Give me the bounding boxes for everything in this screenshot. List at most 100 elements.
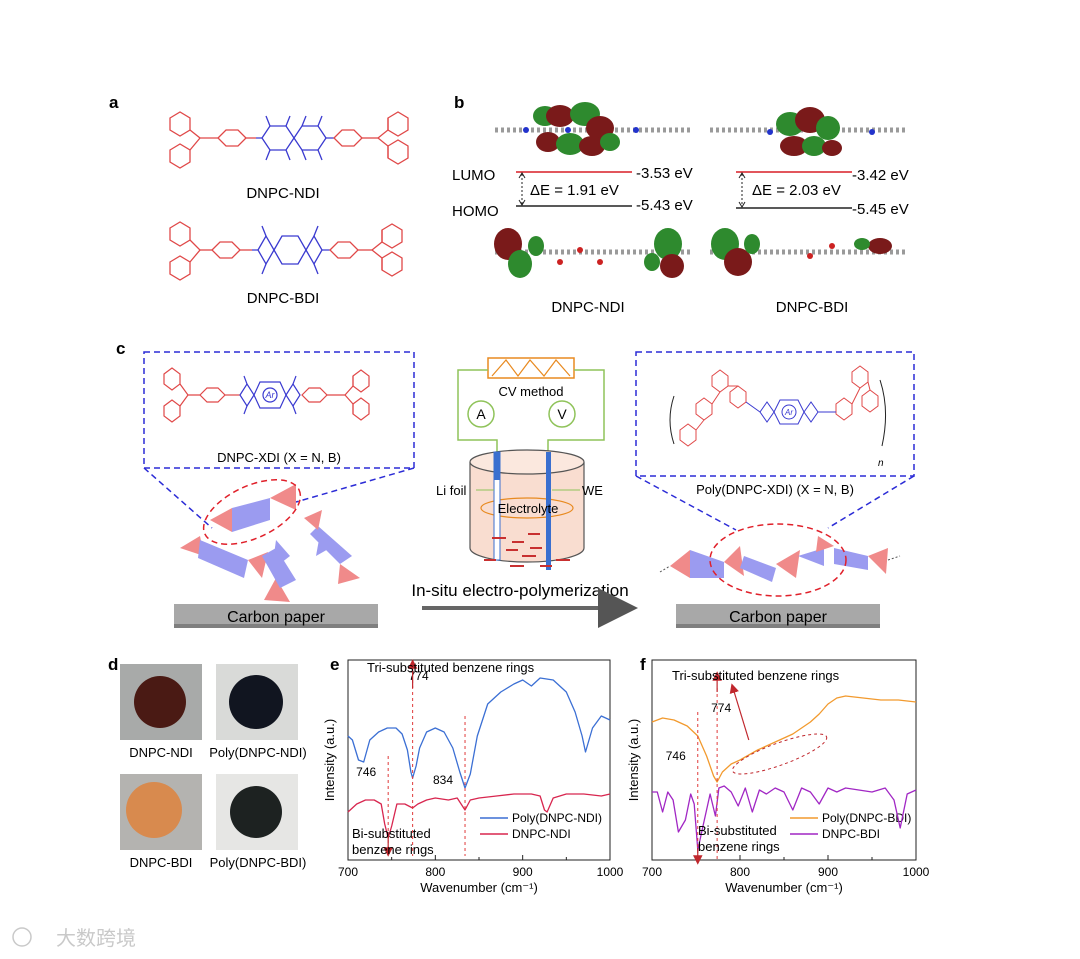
disc-dnpc-ndi bbox=[134, 676, 186, 728]
legend-label-0: Poly(DNPC-BDI) bbox=[822, 811, 911, 825]
monomer-structure bbox=[163, 367, 370, 423]
panel-label-d: d bbox=[108, 655, 118, 674]
annotation-bi-f-2: benzene rings bbox=[698, 839, 780, 854]
homo-label: HOMO bbox=[452, 203, 499, 220]
y-axis-label: Intensity (a.u.) bbox=[626, 719, 641, 801]
x-tick-label: 700 bbox=[642, 865, 662, 879]
x-tick-label: 1000 bbox=[903, 865, 930, 879]
x-tick-label: 1000 bbox=[597, 865, 624, 879]
photo-label-dnpc-bdi: DNPC-BDI bbox=[130, 855, 193, 870]
panel-b: b LUMO H bbox=[452, 93, 909, 316]
lumo-energy-ndi: -3.53 eV bbox=[636, 165, 693, 182]
panel-label-c: c bbox=[116, 339, 125, 358]
polymer-caption: Poly(DNPC-XDI) (X = N, B) bbox=[696, 482, 854, 497]
disc-dnpc-bdi bbox=[126, 782, 182, 838]
peak-label-774: 774 bbox=[409, 669, 429, 683]
svg-text:A: A bbox=[476, 406, 486, 422]
panel-d: d DNPC-NDI Poly(DNPC-NDI) DNPC-BDI Poly(… bbox=[108, 655, 307, 870]
x-tick-label: 800 bbox=[425, 865, 445, 879]
molecule-label-dnpc-ndi: DNPC-NDI bbox=[246, 185, 319, 202]
x-axis-label: Wavenumber (cm⁻¹) bbox=[420, 880, 538, 895]
carbon-paper-left-label: Carbon paper bbox=[227, 609, 326, 626]
annotation-bi-f-1: Bi-substituted bbox=[698, 823, 777, 838]
photo-label-poly-dnpc-ndi: Poly(DNPC-NDI) bbox=[209, 745, 307, 760]
li-foil-label: Li foil bbox=[436, 483, 466, 498]
polymer-structure bbox=[669, 365, 887, 447]
lumo-energy-bdi: -3.42 eV bbox=[852, 167, 909, 184]
annotation-tri-f: Tri-substituted benzene rings bbox=[672, 668, 840, 683]
orbital-caption-ndi: DNPC-NDI bbox=[551, 299, 624, 316]
orbital-caption-bdi: DNPC-BDI bbox=[776, 299, 849, 316]
disc-poly-dnpc-bdi bbox=[230, 786, 282, 838]
svg-text:V: V bbox=[557, 406, 567, 422]
series-line-0 bbox=[347, 677, 611, 789]
series-line-1 bbox=[347, 793, 611, 839]
ar-label-monomer: Ar bbox=[265, 390, 276, 400]
monomer-highlight-ellipse bbox=[202, 479, 302, 545]
molecule-dnpc-ndi bbox=[169, 111, 409, 169]
peak-label-746: 746 bbox=[666, 749, 686, 763]
homo-energy-bdi: -5.45 eV bbox=[852, 201, 909, 218]
electrolyte-label: Electrolyte bbox=[498, 501, 559, 516]
ar-label-polymer: Ar bbox=[784, 408, 793, 417]
lumo-orbital-bdi bbox=[710, 107, 905, 156]
polymer-chain bbox=[659, 536, 901, 582]
disc-poly-dnpc-ndi bbox=[229, 675, 283, 729]
photo-label-poly-dnpc-bdi: Poly(DNPC-BDI) bbox=[210, 855, 307, 870]
panel-label-f: f bbox=[640, 655, 646, 674]
molecule-label-dnpc-bdi: DNPC-BDI bbox=[247, 290, 320, 307]
homo-energy-ndi: -5.43 eV bbox=[636, 197, 693, 214]
monomer-zoom-box bbox=[143, 351, 415, 469]
repeat-unit-n: n bbox=[878, 458, 884, 469]
process-label: In-situ electro-polymerization bbox=[411, 581, 628, 600]
series-line-1 bbox=[652, 785, 917, 851]
x-tick-label: 900 bbox=[513, 865, 533, 879]
homo-orbital-ndi bbox=[494, 228, 690, 278]
series-line-0 bbox=[651, 695, 917, 783]
panel-label-a: a bbox=[109, 93, 119, 112]
legend-label-1: DNPC-BDI bbox=[822, 827, 880, 841]
carbon-paper-right-label: Carbon paper bbox=[729, 609, 828, 626]
peak-label-774: 774 bbox=[711, 701, 731, 715]
peak-label-834: 834 bbox=[433, 773, 453, 787]
monomer-caption: DNPC-XDI (X = N, B) bbox=[217, 450, 341, 465]
x-tick-label: 700 bbox=[338, 865, 358, 879]
peak-label-746: 746 bbox=[356, 765, 376, 779]
annotation-bi-e-1: Bi-substituted bbox=[352, 826, 431, 841]
photo-label-dnpc-ndi: DNPC-NDI bbox=[129, 745, 193, 760]
polymer-highlight-ellipse bbox=[709, 523, 847, 597]
x-tick-label: 800 bbox=[730, 865, 750, 879]
homo-orbital-bdi bbox=[710, 228, 905, 276]
gap-ndi: ΔE = 1.91 eV bbox=[530, 182, 619, 199]
we-label: WE bbox=[582, 483, 603, 498]
panel-a: a bbox=[109, 93, 409, 307]
annotation-arrow-f-2 bbox=[729, 683, 750, 741]
annotation-bi-e-2: benzene rings bbox=[352, 842, 434, 857]
electrochemical-cell: CV method A V Li foil WE E bbox=[436, 357, 605, 570]
panel-c: c Ar DNP bbox=[116, 339, 915, 628]
potentiostat-icon bbox=[487, 357, 575, 379]
lumo-orbital-ndi bbox=[495, 102, 690, 156]
panel-label-b: b bbox=[454, 93, 464, 112]
highlight-ellipse-f bbox=[731, 733, 828, 775]
y-axis-label: Intensity (a.u.) bbox=[322, 719, 337, 801]
x-axis-label: Wavenumber (cm⁻¹) bbox=[725, 880, 843, 895]
cv-method-label: CV method bbox=[498, 384, 563, 399]
lumo-label: LUMO bbox=[452, 167, 495, 184]
polymer-zoom-box bbox=[635, 351, 915, 477]
annotation-tri-e: Tri-substituted benzene rings bbox=[367, 660, 535, 675]
legend-label-1: DNPC-NDI bbox=[512, 827, 571, 841]
watermark: 大数跨境 bbox=[12, 927, 136, 950]
watermark-text: 大数跨境 bbox=[56, 927, 136, 950]
x-tick-label: 900 bbox=[818, 865, 838, 879]
molecule-dnpc-bdi bbox=[169, 221, 403, 281]
voltmeter-icon bbox=[548, 400, 576, 428]
panel-label-e: e bbox=[330, 655, 339, 674]
gap-bdi: ΔE = 2.03 eV bbox=[752, 182, 841, 199]
ammeter-icon bbox=[467, 400, 495, 428]
